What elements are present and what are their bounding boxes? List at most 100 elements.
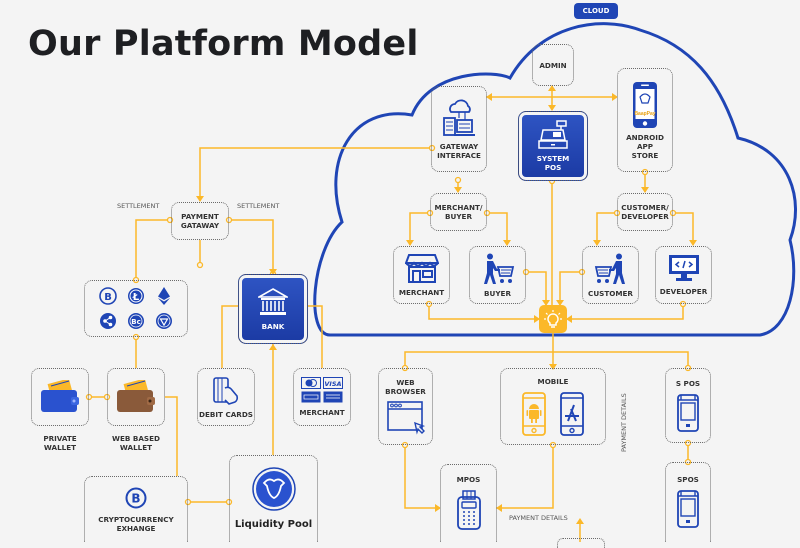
arrow-head (593, 240, 601, 246)
connector (165, 396, 178, 476)
developer-label: DEVELOPER (659, 287, 708, 296)
connector-dot (196, 261, 204, 269)
connector-dot (522, 268, 530, 276)
arrow-head (612, 93, 618, 101)
merchant-cards-label: MERCHANT (299, 408, 345, 417)
payment-gateway-label-2: GATAWAY (180, 221, 220, 230)
web-browser-label-2: BROWSER (385, 387, 426, 396)
connector (497, 445, 554, 509)
connector (229, 219, 274, 274)
android-app-store-node[interactable]: BaapPay ANDROID APP STORE (617, 68, 673, 172)
page-title: Our Platform Model (28, 24, 419, 64)
web-wallet-node[interactable] (107, 368, 165, 426)
arrow-head (269, 344, 277, 350)
merchant-cards-node[interactable]: VISA MERCHANT (293, 368, 351, 426)
customer-developer-node[interactable]: CUSTOMER/ DEVELOPER (617, 193, 673, 231)
web-browser-node[interactable]: WEB BROWSER (378, 368, 433, 445)
browser-window-icon (386, 401, 425, 435)
arrow-head (689, 240, 697, 246)
connector (409, 212, 430, 245)
private-wallet-label-2: WALLET (43, 443, 77, 452)
private-wallet-node[interactable] (31, 368, 89, 426)
storefront-icon (404, 254, 439, 283)
merchant-buyer-node[interactable]: MERCHANT/ BUYER (430, 193, 487, 231)
arrow-head (486, 93, 492, 101)
connector (221, 305, 238, 368)
cash-register-icon (538, 120, 568, 149)
mpos-node[interactable]: MPOS (440, 464, 497, 542)
crypto-exchange-label-2: EXHANGE (116, 523, 156, 533)
connector-dot (401, 441, 409, 449)
svg-text:B: B (131, 491, 140, 505)
app-brand-label: BaapPay (634, 111, 656, 117)
card-terminal-icon (456, 490, 481, 530)
amex-card-icon (323, 391, 343, 403)
gateway-interface-node[interactable]: GATEWAY INTERFACE (431, 86, 487, 172)
svg-text:Bc: Bc (131, 318, 141, 326)
pos-terminal-icon (677, 490, 699, 528)
bank-node[interactable]: BANK (238, 274, 308, 344)
arrow-head (641, 187, 649, 193)
payment-details-vertical-label: PAYMENT DETAILS (620, 393, 628, 452)
payment-gateway-node[interactable]: PAYMENT GATAWAY (171, 202, 229, 240)
crypto-coins-node[interactable]: B Ł Bc (84, 280, 188, 337)
cloud-outline (313, 22, 798, 337)
arrow-head (566, 315, 572, 323)
arrow-head (503, 240, 511, 246)
customer-node[interactable]: CUSTOMER (582, 246, 639, 304)
connector-dot (483, 209, 491, 217)
arrow-head (196, 196, 204, 202)
buyer-node[interactable]: BUYER (469, 246, 526, 304)
shopper-cart-icon (483, 253, 514, 284)
arrow-head (549, 364, 557, 370)
connector (135, 219, 170, 280)
appstore-phone-icon (560, 392, 584, 436)
connector (487, 212, 508, 245)
liquidity-pool-node[interactable]: Liquidity Pool (229, 455, 318, 542)
customer-label: CUSTOMER (588, 288, 633, 298)
mastercard-icon (301, 377, 321, 389)
connector-dot (669, 209, 677, 217)
connector-dot (641, 168, 649, 176)
payment-gateway-label-1: PAYMENT (181, 212, 219, 221)
code-monitor-icon (668, 255, 699, 281)
bitcoin-icon: B (99, 287, 117, 305)
gateway-interface-label-1: GATEWAY (439, 142, 479, 151)
admin-node[interactable]: ADMIN (532, 44, 574, 86)
connector (673, 212, 694, 245)
merchant-buyer-label-1: MERCHANT/ (434, 203, 483, 212)
buyer-label: BUYER (484, 288, 511, 298)
cloud-server-icon (443, 99, 475, 136)
partial-bottom-node (557, 538, 605, 548)
connector (404, 351, 689, 368)
settlement-label-right: SETTLEMENT (237, 202, 280, 210)
card-in-hand-icon (213, 376, 239, 405)
spos-node[interactable]: SPOS (665, 462, 711, 542)
s-pos-node[interactable]: S POS (665, 368, 711, 443)
debit-cards-node[interactable]: DEBIT CARDS (197, 368, 255, 426)
arrow-head (534, 315, 540, 323)
lightbulb-icon (544, 310, 562, 328)
mobile-node[interactable]: MOBILE (500, 368, 606, 445)
litecoin-icon: Ł (128, 288, 144, 304)
pos-terminal-icon (677, 394, 699, 432)
customer-developer-label-2: DEVELOPER (621, 212, 669, 221)
connector-dot (225, 216, 233, 224)
connector (567, 304, 684, 320)
ethereum-icon (158, 287, 170, 305)
system-pos-node[interactable]: SYSTEM POS (518, 111, 588, 181)
spos-label: SPOS (677, 475, 699, 484)
connector-dot (184, 498, 192, 506)
visa-icon: VISA (323, 377, 343, 389)
arrow-head (548, 105, 556, 111)
discover-card-icon (301, 391, 321, 403)
hub-node[interactable] (539, 305, 567, 333)
connector-dot (428, 144, 436, 152)
merchant-node[interactable]: MERCHANT (393, 246, 450, 304)
merchant-label: MERCHANT (398, 288, 445, 297)
crypto-exchange-node[interactable]: B CRYPTOCURRENCY EXHANGE (84, 476, 188, 542)
connector-dot (425, 300, 433, 308)
crypto-exchange-label-1: CRYPTOCURRENCY (98, 514, 174, 524)
svg-text:B: B (104, 292, 112, 303)
developer-node[interactable]: DEVELOPER (655, 246, 712, 304)
